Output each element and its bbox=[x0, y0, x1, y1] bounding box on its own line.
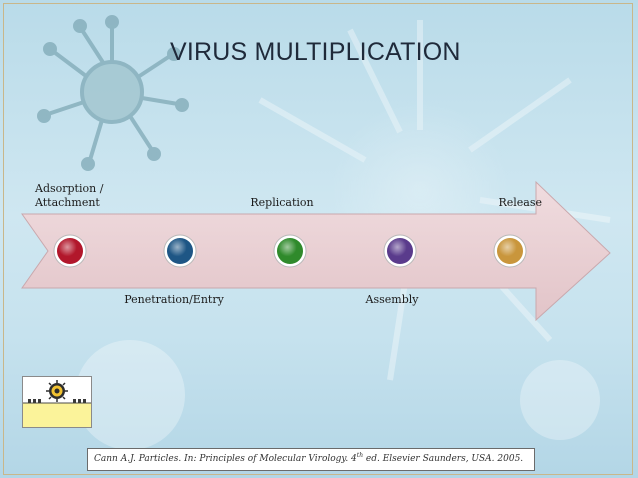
step-label-replication: Replication bbox=[250, 196, 314, 209]
faded-particle-icon bbox=[75, 340, 600, 450]
citation-superscript: th bbox=[356, 452, 364, 459]
step-dot-5 bbox=[493, 234, 527, 268]
step-dot-2 bbox=[163, 234, 197, 268]
step-label-assembly: Assembly bbox=[365, 293, 419, 306]
step-label-penetration: Penetration/Entry bbox=[124, 293, 224, 306]
step-label-release: Release bbox=[498, 196, 542, 209]
institution-logo bbox=[22, 376, 92, 428]
step-dots bbox=[53, 234, 527, 268]
citation-box: Cann A.J. Particles. In: Principles of M… bbox=[87, 448, 535, 471]
arrow-body bbox=[21, 180, 611, 322]
citation-text: Cann A.J. Particles. In: Principles of M… bbox=[94, 454, 357, 464]
step-dot-4 bbox=[383, 234, 417, 268]
citation-text-end: ed. Elsevier Saunders, USA. 2005. bbox=[363, 454, 524, 464]
slide-title: VIRUS MULTIPLICATION bbox=[170, 38, 461, 66]
virus-particle-icon bbox=[37, 15, 189, 171]
step-dot-3 bbox=[273, 234, 307, 268]
step-dot-1 bbox=[53, 234, 87, 268]
step-label-adsorption: Adsorption / Attachment bbox=[35, 182, 104, 209]
institution-emblem-icon bbox=[23, 380, 91, 427]
